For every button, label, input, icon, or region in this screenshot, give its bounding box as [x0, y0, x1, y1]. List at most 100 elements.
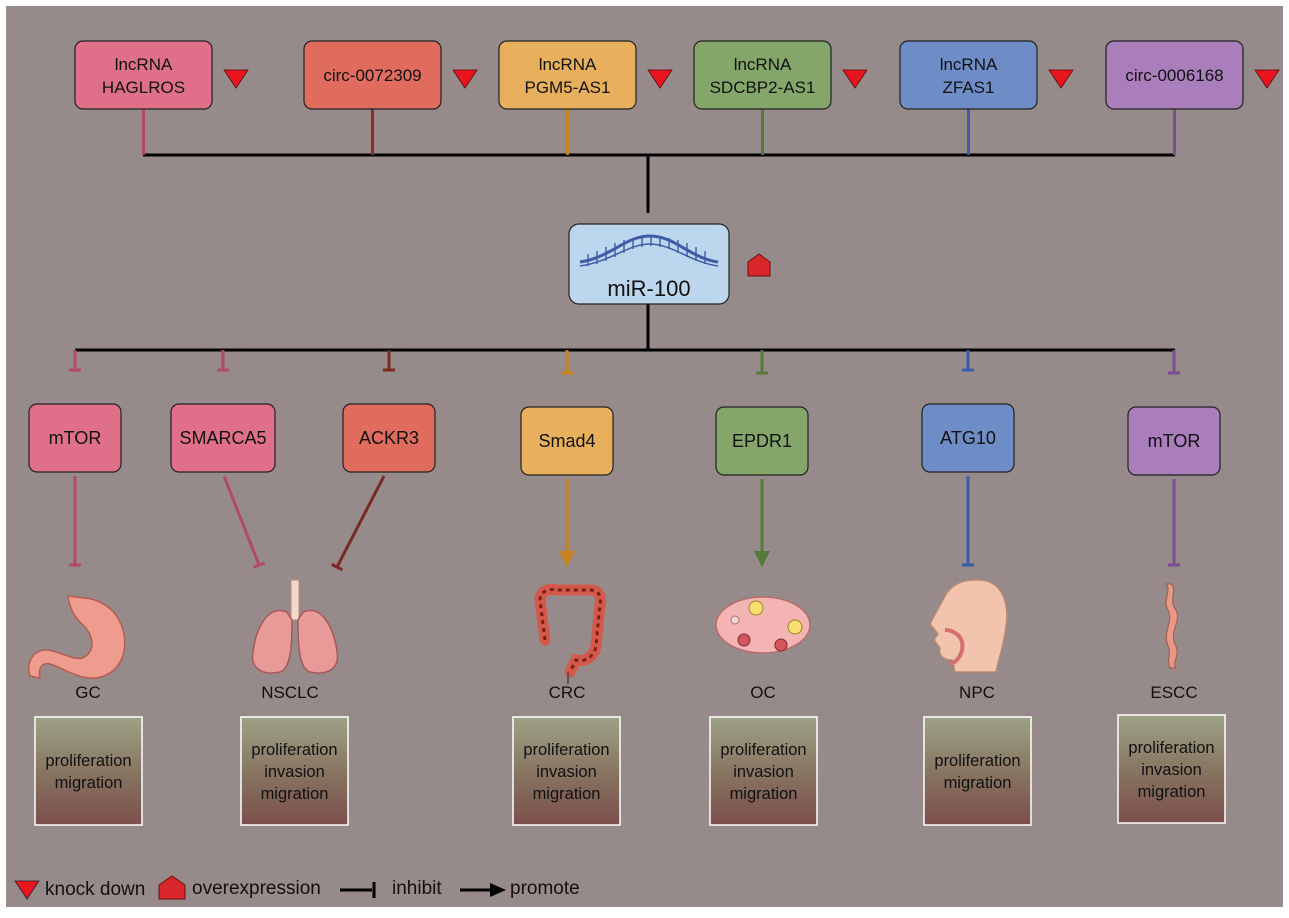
outcome-text: migration — [730, 785, 798, 803]
outcome-box — [709, 716, 818, 826]
outcome-text: invasion — [733, 763, 794, 781]
cancer-outcomes: GC proliferation migration NSCLC proliferati… — [34, 683, 1226, 826]
target-box — [170, 403, 276, 473]
regulator-box — [303, 40, 442, 110]
legend-overexpression: overexpression — [192, 878, 321, 899]
inhibit-bar — [330, 562, 344, 572]
downstream-targets: mTOR SMARCA5 ACKR3 Smad4 EPDR1 ATG10 mTOR — [28, 350, 1221, 572]
target-box — [715, 406, 809, 476]
regulator-box — [1105, 40, 1244, 110]
knockdown-icon — [647, 69, 673, 89]
regulator-label-line1: lncRNA — [734, 55, 792, 74]
inhibit-bar — [252, 561, 266, 569]
knockdown-legend-icon — [14, 880, 40, 900]
regulator-label-line2: PGM5-AS1 — [525, 78, 611, 97]
promote-arrowhead — [559, 551, 575, 567]
cancer-label: GC — [75, 683, 101, 702]
target-label: SMARCA5 — [179, 428, 266, 448]
regulator-label-line2: HAGLROS — [102, 78, 185, 97]
outcome-text: invasion — [1141, 761, 1202, 779]
target-label: mTOR — [1148, 431, 1201, 451]
cancer-label: CRC — [549, 683, 586, 702]
outcome-box — [240, 716, 349, 826]
outcome-box — [923, 716, 1032, 826]
target-box — [1127, 406, 1221, 476]
target-effect-edge — [335, 475, 386, 568]
knockdown-icon — [1254, 69, 1280, 89]
outcome-text: proliferation — [523, 741, 609, 759]
target-label: mTOR — [49, 428, 102, 448]
target-box — [342, 403, 436, 473]
central-mirna-node: miR-100 — [568, 223, 771, 305]
outcome-box — [34, 716, 143, 826]
outcome-text: migration — [261, 785, 329, 803]
target-box — [28, 403, 122, 473]
outcome-text: proliferation — [720, 741, 806, 759]
lungs-icon — [251, 579, 339, 674]
target-node: SMARCA5 — [170, 350, 276, 569]
regulator-box — [693, 40, 832, 110]
regulator-label: circ-0006168 — [1125, 66, 1223, 85]
target-node: ATG10 — [921, 350, 1015, 567]
colon-icon — [534, 584, 606, 684]
regulator-node: lncRNA SDCBP2-AS1 — [693, 40, 868, 155]
target-label: EPDR1 — [732, 431, 792, 451]
upstream-regulators: lncRNA HAGLROS circ-0072309 lncRNA PGM5-AS1 l… — [74, 40, 1280, 155]
regulator-node: lncRNA HAGLROS — [74, 40, 249, 155]
knockdown-icon — [1048, 69, 1074, 89]
regulator-box — [74, 40, 213, 110]
knockdown-icon — [223, 69, 249, 89]
outcome-text: migration — [55, 774, 123, 792]
target-box — [921, 403, 1015, 473]
outcome-text: proliferation — [45, 752, 131, 770]
stomach-icon — [28, 595, 126, 679]
target-node: ACKR3 — [330, 350, 436, 572]
outcome-box — [1117, 714, 1226, 824]
regulator-label-line1: lncRNA — [539, 55, 597, 74]
knockdown-icon — [842, 69, 868, 89]
target-label: ATG10 — [940, 428, 996, 448]
regulator-label-line2: ZFAS1 — [943, 78, 995, 97]
target-node: Smad4 — [520, 350, 614, 567]
regulator-label-line1: lncRNA — [115, 55, 173, 74]
target-label: Smad4 — [538, 431, 595, 451]
regulator-box — [498, 40, 637, 110]
outcome-text: proliferation — [1128, 739, 1214, 757]
outcome-text: proliferation — [934, 752, 1020, 770]
cancer-label: ESCC — [1150, 683, 1197, 702]
cancer-group: OC proliferation invasion migration — [709, 683, 818, 826]
outcome-text: migration — [533, 785, 601, 803]
cancer-label: OC — [750, 683, 776, 702]
head-icon — [929, 579, 1008, 673]
target-label: ACKR3 — [359, 428, 419, 448]
cancer-group: ESCC proliferation invasion migration — [1117, 683, 1226, 824]
regulator-node: lncRNA ZFAS1 — [899, 40, 1074, 155]
legend-knockdown: knock down — [45, 879, 145, 900]
legend-inhibit: inhibit — [392, 878, 442, 899]
outcome-text: invasion — [536, 763, 597, 781]
target-node: mTOR — [1127, 350, 1221, 567]
regulator-node: circ-0072309 — [303, 40, 478, 155]
organ-icons — [28, 579, 1179, 684]
regulator-label: circ-0072309 — [323, 66, 421, 85]
esophagus-icon — [1164, 583, 1179, 669]
regulator-box — [899, 40, 1038, 110]
legend-promote: promote — [510, 878, 580, 899]
regulator-node: circ-0006168 — [1105, 40, 1280, 155]
target-box — [520, 406, 614, 476]
ovary-icon — [715, 596, 811, 654]
legend: knock down overexpression inhibit promot… — [14, 875, 580, 900]
cancer-label: NSCLC — [261, 683, 319, 702]
regulator-label-line1: lncRNA — [940, 55, 998, 74]
outcome-text: proliferation — [251, 741, 337, 759]
outcome-box — [512, 716, 621, 826]
regulator-label-line2: SDCBP2-AS1 — [710, 78, 816, 97]
cancer-group: GC proliferation migration — [34, 683, 143, 826]
outcome-text: migration — [1138, 783, 1206, 801]
promote-legend-arrowhead — [490, 883, 506, 897]
rna-strand-icon — [579, 234, 719, 267]
target-node: mTOR — [28, 350, 122, 567]
cancer-group: CRC proliferation invasion migration — [512, 683, 621, 826]
